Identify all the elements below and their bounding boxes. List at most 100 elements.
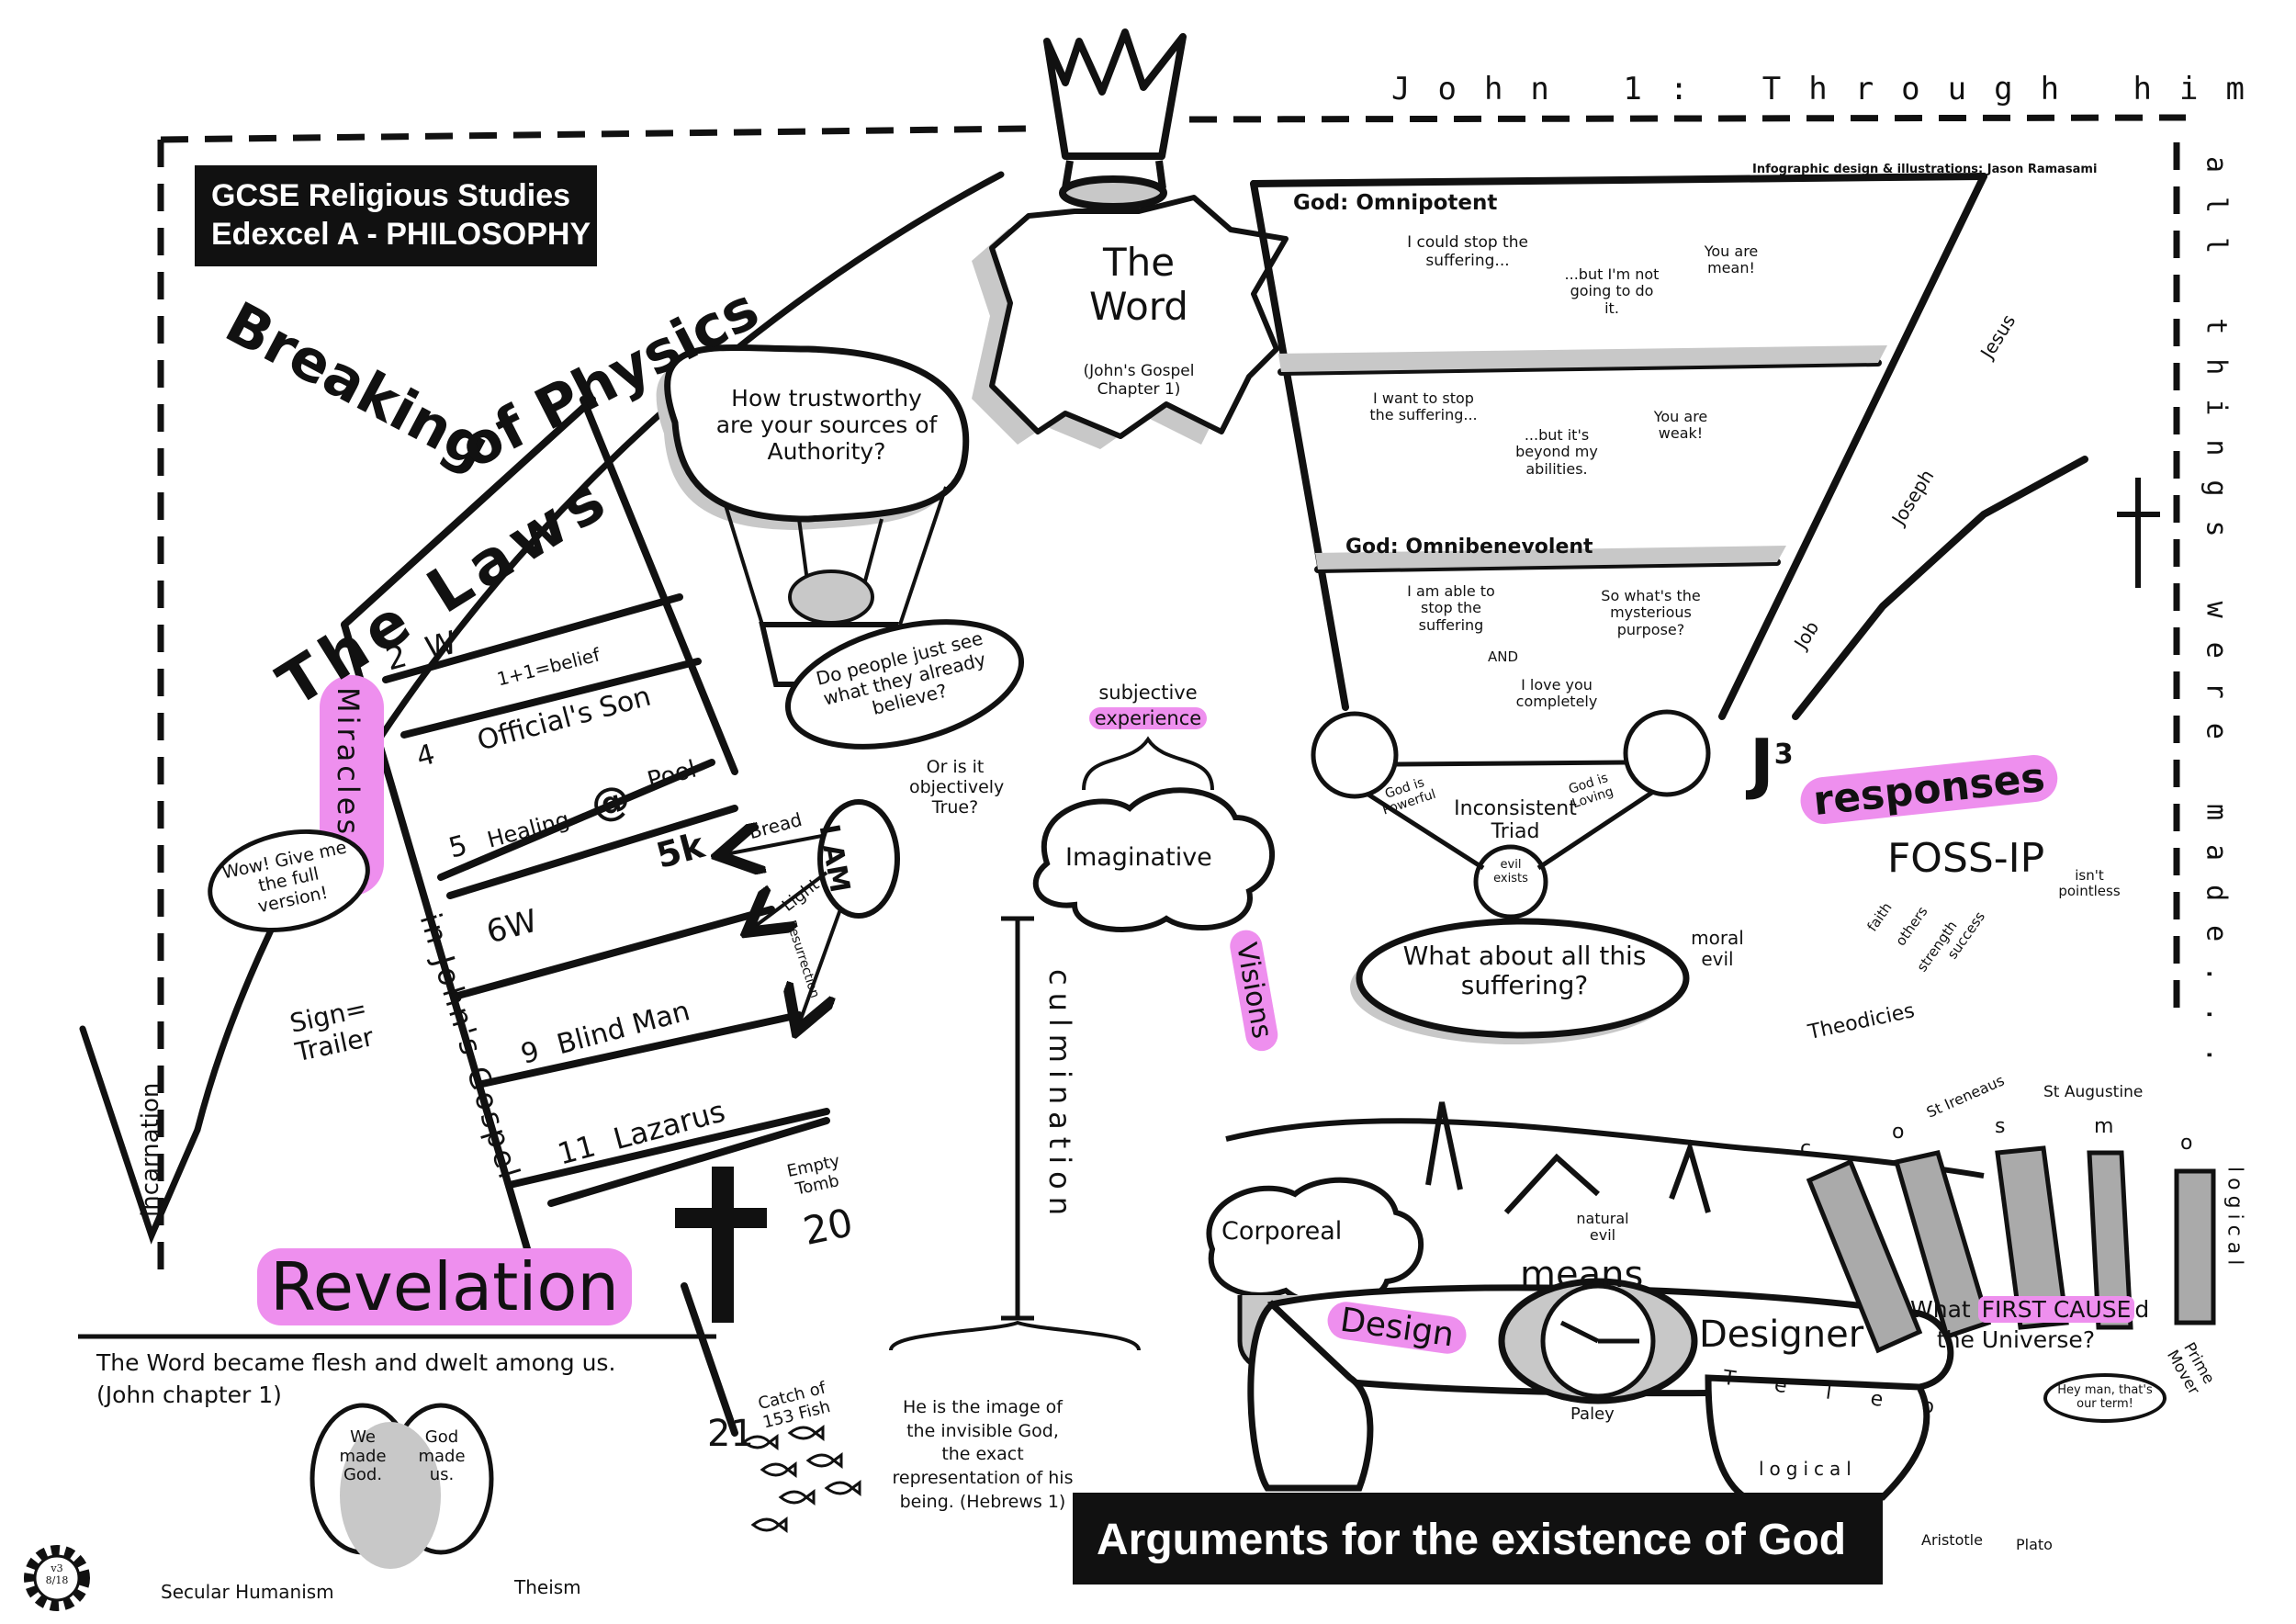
omnibenevolent-label: God: Omnibenevolent (1345, 536, 1593, 558)
omnipotent-label: God: Omnipotent (1293, 191, 1498, 215)
first-cause-highlight: FIRST CAUSE (1977, 1296, 2135, 1323)
i-am-bubble (817, 799, 900, 919)
dashed-border (157, 114, 2187, 1286)
first-cause-post: d (2134, 1296, 2150, 1323)
j3-letter: J (1750, 725, 1774, 802)
cosmo-letter-m: m (2094, 1115, 2114, 1138)
culmination-arrow (1001, 916, 1034, 1321)
version-line2: 8/18 (45, 1573, 69, 1586)
fish-school-icon (741, 1425, 861, 1533)
border-quote-right: all things were made... (2200, 156, 2233, 1088)
num-21-label: 21 (707, 1413, 754, 1455)
cosmo-letter-c: c (1800, 1137, 1812, 1160)
crown-icon (1043, 28, 1187, 210)
incarnation-lines (79, 171, 1005, 1245)
version-label: v3 8/18 (35, 1562, 79, 1586)
logical-bottom-label: logical (1759, 1458, 1857, 1480)
isnt-pointless-label: isn't pointless (2058, 867, 2121, 900)
subjective-highlight: experience (1088, 707, 1208, 730)
light-arrow (753, 871, 828, 928)
miracles-label: Miracles (330, 687, 366, 839)
aristotle-label: Aristotle (1921, 1531, 1983, 1549)
subjective-line1: subjective (1098, 682, 1198, 704)
paley-label: Paley (1570, 1404, 1615, 1424)
design-watch-arm (1247, 1278, 1954, 1501)
plato-label: Plato (2016, 1536, 2053, 1553)
word-flesh-line1: The Word became flesh and dwelt among us… (96, 1349, 616, 1376)
resurrection-arrow (799, 908, 842, 1024)
subjective-brace (1082, 736, 1214, 791)
love-you-text: I love you completely (1515, 676, 1598, 711)
see-believe-bubble (784, 619, 1025, 750)
header-title-line1: GCSE Religious Studies (211, 178, 571, 213)
st-augustine-label: St Augustine (2043, 1083, 2144, 1101)
not-going-text: ...but I'm not going to do it. (1564, 265, 1660, 317)
imaginative-cloud (1032, 787, 1275, 932)
what-about-text: What about all this suffering? (1368, 941, 1681, 1001)
subjective-experience-label: subjective experience (1079, 682, 1217, 730)
designer-label: Designer (1699, 1314, 1864, 1356)
god-made-us-text: God made us. (418, 1427, 466, 1485)
theism-label: Theism (514, 1576, 581, 1598)
what-about-bubble (1350, 918, 1690, 1044)
what-about-text-content: What about all this suffering? (1402, 941, 1647, 1001)
culmination-label: culmination (1041, 969, 1077, 1224)
imaginative-label: Imaginative (1065, 843, 1212, 872)
triad-text: Triad (1491, 820, 1540, 844)
word-burst-title: The Word (1070, 240, 1208, 330)
design-credit: Infographic design & illustrations: Jaso… (1752, 163, 2098, 176)
revelation-highlight: Revelation (257, 1248, 633, 1325)
hebrews-quote: He is the image of the invisible God, th… (892, 1397, 1074, 1512)
you-are-weak-text: You are weak! (1653, 408, 1708, 443)
natural-evil-label: natural evil (1576, 1210, 1629, 1245)
gear-icon (24, 1545, 90, 1611)
cross-icon (675, 1167, 767, 1323)
first-cause-line2: the Universe? (1936, 1325, 2096, 1353)
j3-label: J3 (1750, 726, 1794, 802)
version-line1: v3 (51, 1562, 63, 1574)
want-to-stop-text: I want to stop the suffering... (1369, 389, 1478, 424)
arguments-banner: Arguments for the existence of God (1073, 1493, 1883, 1585)
j3-sup: 3 (1773, 739, 1794, 771)
word-burst-sub-line1: (John's Gospel (1083, 362, 1195, 380)
secular-humanism-label: Secular Humanism (161, 1581, 334, 1603)
word-burst-title-line1: The (1102, 240, 1176, 285)
subjective-line2: experience (1079, 707, 1217, 730)
hey-man-bubble: Hey man, that's our term! (2043, 1373, 2167, 1423)
header-title-box: GCSE Religious Studies Edexcel A - PHILO… (195, 165, 597, 266)
we-made-god-text: We made God. (339, 1427, 387, 1485)
bread-arrow (726, 836, 823, 854)
mysterious-text: So what's the mysterious purpose? (1601, 587, 1701, 638)
laws-table (341, 396, 830, 1437)
word-burst-title-line2: Word (1089, 284, 1188, 330)
word-burst-shape (972, 195, 1289, 449)
means-label: means (1520, 1254, 1644, 1296)
and-text: AND (1488, 648, 1519, 665)
moral-evil-label: moral evil (1691, 927, 1744, 970)
word-flesh-line2: (John chapter 1) (96, 1381, 282, 1408)
humanism-theism-bubbles (310, 1403, 494, 1569)
small-cross-icon (2117, 478, 2160, 588)
hot-air-balloon (656, 344, 970, 687)
evil-exists-label: evil exists (1493, 858, 1528, 885)
corporeal-label: Corporeal (1221, 1217, 1343, 1246)
incarnation-label: incarnation (137, 1082, 164, 1217)
could-stop-text: I could stop the suffering... (1407, 233, 1528, 270)
border-quote-top: John 1: Through him (1391, 71, 2272, 107)
beyond-text: ...but it's beyond my abilities. (1515, 426, 1598, 478)
revelation-title: Revelation (257, 1248, 633, 1325)
cosmological-dominoes (1806, 1145, 2216, 1354)
hebrews-bracket (889, 1320, 1141, 1351)
inconsistent-text: Inconsistent (1454, 797, 1577, 820)
header-title-line2: Edexcel A - PHILOSOPHY (211, 217, 591, 252)
word-flesh-text: The Word became flesh and dwelt among us… (96, 1349, 616, 1409)
triad-diagram (1311, 709, 1711, 919)
you-are-mean-text: You are mean! (1704, 242, 1759, 277)
cosmo-letter-o1: o (1892, 1121, 1905, 1144)
able-to-stop-text: I am able to stop the suffering (1407, 582, 1495, 634)
cosmo-letter-s: s (1995, 1115, 2006, 1138)
objectively-text: Or is it objectively True? (909, 757, 1005, 818)
